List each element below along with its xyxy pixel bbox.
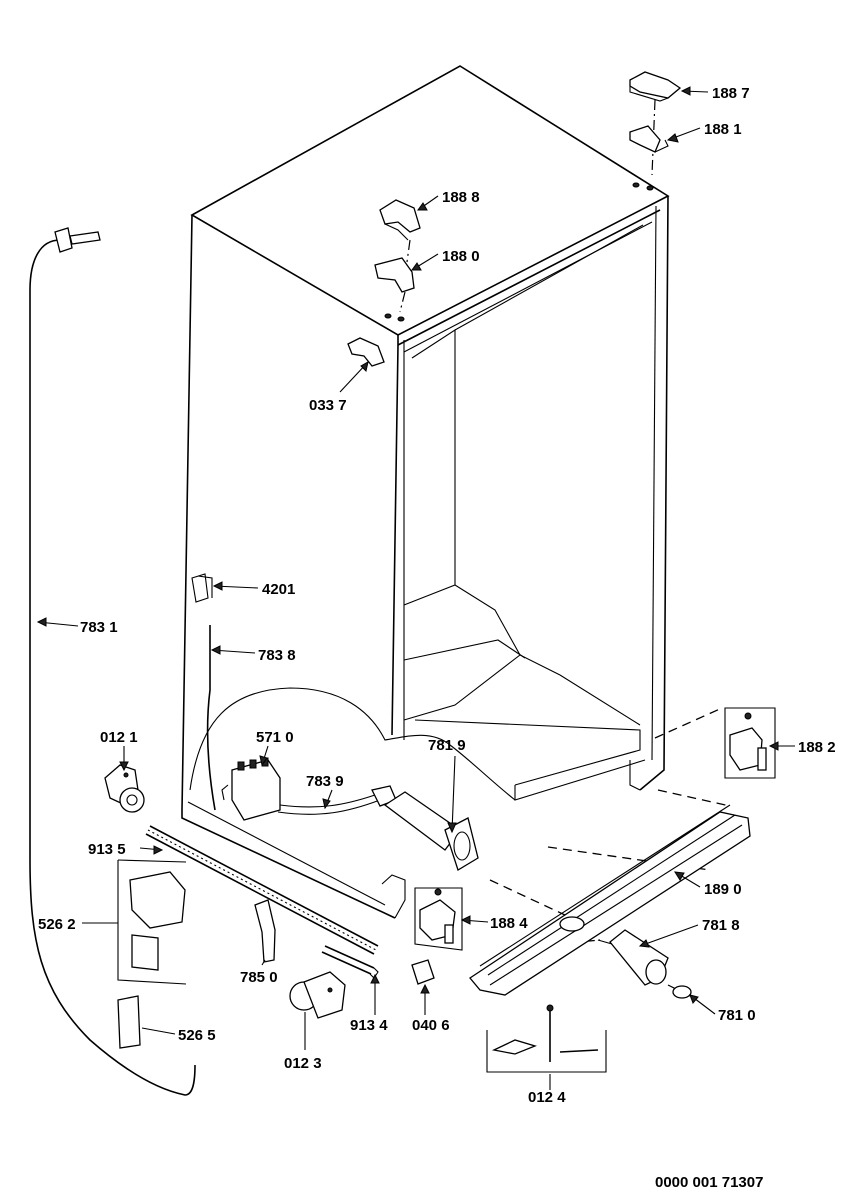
part-188-1-hinge-bracket <box>629 125 669 153</box>
drawing-number: 0000 001 71307 <box>655 1174 763 1191</box>
part-785-0-drain-hose <box>254 899 276 963</box>
part-033-7-hinge-pin-cover <box>347 337 385 367</box>
label-188-7: 188 7 <box>712 85 750 102</box>
label-781-0: 781 0 <box>718 1007 756 1024</box>
part-labels: 188 7 188 1 188 8 188 0 033 7 4201 783 1… <box>38 85 836 1191</box>
part-189-0-kick-plate <box>469 804 751 996</box>
part-188-2-hinge-bracket <box>724 707 776 779</box>
part-012-3-caster <box>289 971 346 1019</box>
label-526-5: 526 5 <box>178 1027 216 1044</box>
label-783-9: 783 9 <box>306 773 344 790</box>
refrigerator-cabinet <box>181 65 670 919</box>
label-781-9: 781 9 <box>428 737 466 754</box>
cabinet-holes <box>384 182 654 322</box>
label-188-0: 188 0 <box>442 248 480 265</box>
part-188-7-hinge-cover <box>629 71 682 176</box>
label-783-1: 783 1 <box>80 619 118 636</box>
label-189-0: 189 0 <box>704 881 742 898</box>
part-4201-clip <box>191 573 213 603</box>
label-781-8: 781 8 <box>702 917 740 934</box>
part-526-5-plate <box>117 995 141 1049</box>
part-571-0-water-valve <box>221 757 281 821</box>
label-188-2: 188 2 <box>798 739 836 756</box>
part-781-8-water-filter <box>597 929 669 986</box>
part-188-8-hinge-cover <box>379 199 421 263</box>
label-188-8: 188 8 <box>442 189 480 206</box>
part-783-9-tube <box>277 785 397 815</box>
part-012-4-kit <box>486 1004 607 1073</box>
label-526-2: 526 2 <box>38 916 76 933</box>
part-913-4-screw-strip <box>321 945 379 979</box>
label-040-6: 040 6 <box>412 1017 450 1034</box>
part-781-0-filter-cap <box>672 985 692 999</box>
label-188-4: 188 4 <box>490 915 528 932</box>
part-526-2-bracket-group <box>117 859 187 985</box>
part-040-6-block <box>411 959 435 985</box>
label-012-3: 012 3 <box>284 1055 322 1072</box>
part-012-1-caster <box>104 764 145 813</box>
part-188-0-hinge-plate <box>374 257 415 313</box>
part-781-9-duct <box>383 791 479 871</box>
label-033-7: 033 7 <box>309 397 347 414</box>
leader-lines <box>36 86 795 1090</box>
part-783-1-water-tube <box>29 227 196 1096</box>
label-913-4: 913 4 <box>350 1017 388 1034</box>
label-783-8: 783 8 <box>258 647 296 664</box>
label-571-0: 571 0 <box>256 729 294 746</box>
label-188-1: 188 1 <box>704 121 742 138</box>
part-783-8-wire <box>206 625 216 811</box>
label-4201: 4201 <box>262 581 295 598</box>
label-012-4: 012 4 <box>528 1089 566 1106</box>
part-913-5-toothed-strip <box>145 825 379 955</box>
label-913-5: 913 5 <box>88 841 126 858</box>
label-785-0: 785 0 <box>240 969 278 986</box>
part-188-4-hinge-bracket <box>414 887 463 951</box>
label-012-1: 012 1 <box>100 729 138 746</box>
